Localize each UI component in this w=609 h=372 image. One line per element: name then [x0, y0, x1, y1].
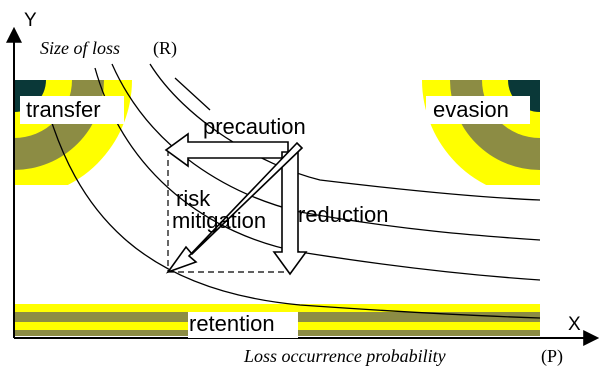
y-axis-letter: Y	[24, 10, 37, 31]
precaution-label: precaution	[203, 114, 306, 139]
dashed-guide-rectangle	[167, 150, 292, 273]
x-axis-symbol: (P)	[541, 346, 563, 367]
precaution-arrow	[164, 132, 289, 168]
transfer-label-bg	[20, 96, 124, 124]
reduction-label: reduction	[298, 202, 389, 227]
x-axis-letter: X	[568, 314, 581, 335]
evasion-label-bg	[426, 96, 530, 124]
retention-label-bg	[188, 312, 298, 338]
iso-risk-curve-4	[149, 63, 541, 201]
risk-mitigation-label-line2: mitigation	[172, 208, 266, 233]
evasion-label: evasion	[433, 97, 509, 122]
y-axis-title: Size of loss	[40, 38, 120, 58]
axes	[6, 26, 600, 346]
x-axis-title: Loss occurrence probability	[243, 346, 446, 366]
reduction-arrow	[272, 151, 308, 276]
retention-label: retention	[189, 311, 275, 336]
risk-mitigation-arrow	[165, 141, 304, 274]
iso-risk-curve-1	[44, 99, 541, 319]
risk-mitigation-label-line1: risk	[176, 186, 211, 211]
iso-risk-curve-3	[111, 63, 541, 241]
y-axis-symbol: (R)	[153, 38, 177, 59]
transfer-label: transfer	[26, 97, 101, 122]
iso-risk-curve-5	[174, 77, 211, 111]
